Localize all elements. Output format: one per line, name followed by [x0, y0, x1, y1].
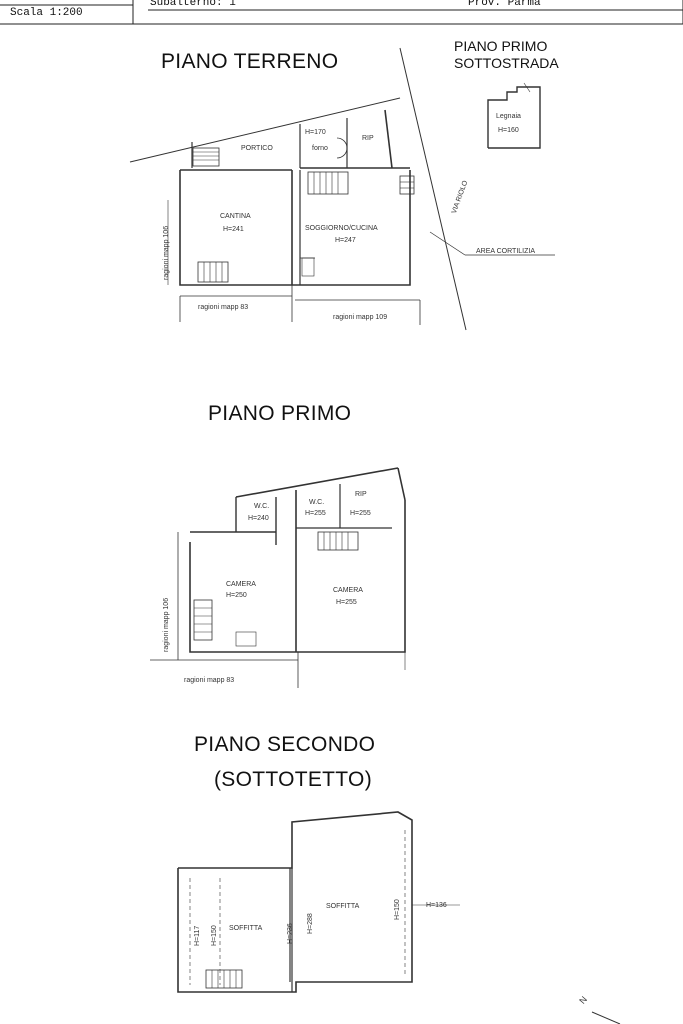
- height-h136: H=136: [426, 902, 447, 909]
- height-h150a: H=150: [211, 925, 218, 946]
- room-camera2-height: H=255: [336, 599, 357, 606]
- room-rip-first: RIP: [355, 491, 367, 498]
- height-h150b: H=150: [394, 899, 401, 920]
- second-floor-title-line1: PIANO SECONDO: [194, 733, 376, 756]
- room-cantina-height: H=241: [223, 226, 244, 233]
- ground-mapp83-label: ragioni mapp 83: [198, 304, 249, 311]
- basement-title-line2: SOTTOSTRADA: [454, 55, 559, 71]
- room-portico: PORTICO: [241, 145, 273, 152]
- first-floor-plan: [150, 467, 406, 688]
- ground-floor-plan: [129, 47, 555, 331]
- first-mapp83-label: ragioni mapp 83: [184, 677, 235, 684]
- room-h170: H=170: [305, 129, 326, 136]
- room-soggiorno-height: H=247: [335, 237, 356, 244]
- first-mapp106-label: ragioni mapp 106: [163, 597, 170, 652]
- room-legnaia-height: H=160: [498, 127, 519, 134]
- second-floor-plan: [177, 811, 460, 993]
- room-legnaia: Legnaia: [496, 113, 521, 120]
- room-camera1-height: H=250: [226, 592, 247, 599]
- room-wc1: W.C.: [254, 503, 270, 510]
- first-floor-title: PIANO PRIMO: [208, 402, 352, 425]
- ground-mapp106-label: ragioni mapp 106: [163, 225, 170, 280]
- height-h236: H=236: [287, 923, 294, 944]
- second-floor-title-line2: (SOTTOTETTO): [214, 768, 372, 791]
- room-wc2-height: H=255: [305, 510, 326, 517]
- room-rip-first-height: H=255: [350, 510, 371, 517]
- room-rip-ground: RIP: [362, 135, 374, 142]
- room-soggiorno: SOGGIORNO/CUCINA: [305, 225, 378, 232]
- room-wc1-height: H=240: [248, 515, 269, 522]
- header-strip: Scala 1:200 Subalterno: 1 Prov. Parma: [0, 0, 683, 26]
- north-arrow-icon: [591, 1011, 621, 1024]
- room-camera2: CAMERA: [333, 587, 363, 594]
- room-camera1: CAMERA: [226, 581, 256, 588]
- room-wc2: W.C.: [309, 499, 325, 506]
- scale-label: Scala 1:200: [10, 7, 83, 19]
- ground-mapp109-label: ragioni mapp 109: [333, 314, 388, 321]
- basement-plan: [487, 82, 541, 149]
- province-label: Prov. Parma: [468, 0, 541, 9]
- height-h288: H=288: [307, 913, 314, 934]
- room-soffitta1: SOFFITTA: [229, 925, 263, 932]
- ground-floor-title: PIANO TERRENO: [161, 50, 339, 73]
- room-forno: forno: [312, 145, 328, 152]
- height-h117: H=117: [194, 925, 201, 946]
- basement-title-line1: PIANO PRIMO: [454, 38, 548, 54]
- header-frame: [0, 0, 683, 25]
- room-cantina: CANTINA: [220, 213, 251, 220]
- area-cortilizia-label: AREA CORTILIZIA: [476, 248, 535, 255]
- room-soffitta2: SOFFITTA: [326, 903, 360, 910]
- subalterno-label: Subalterno: 1: [150, 0, 236, 9]
